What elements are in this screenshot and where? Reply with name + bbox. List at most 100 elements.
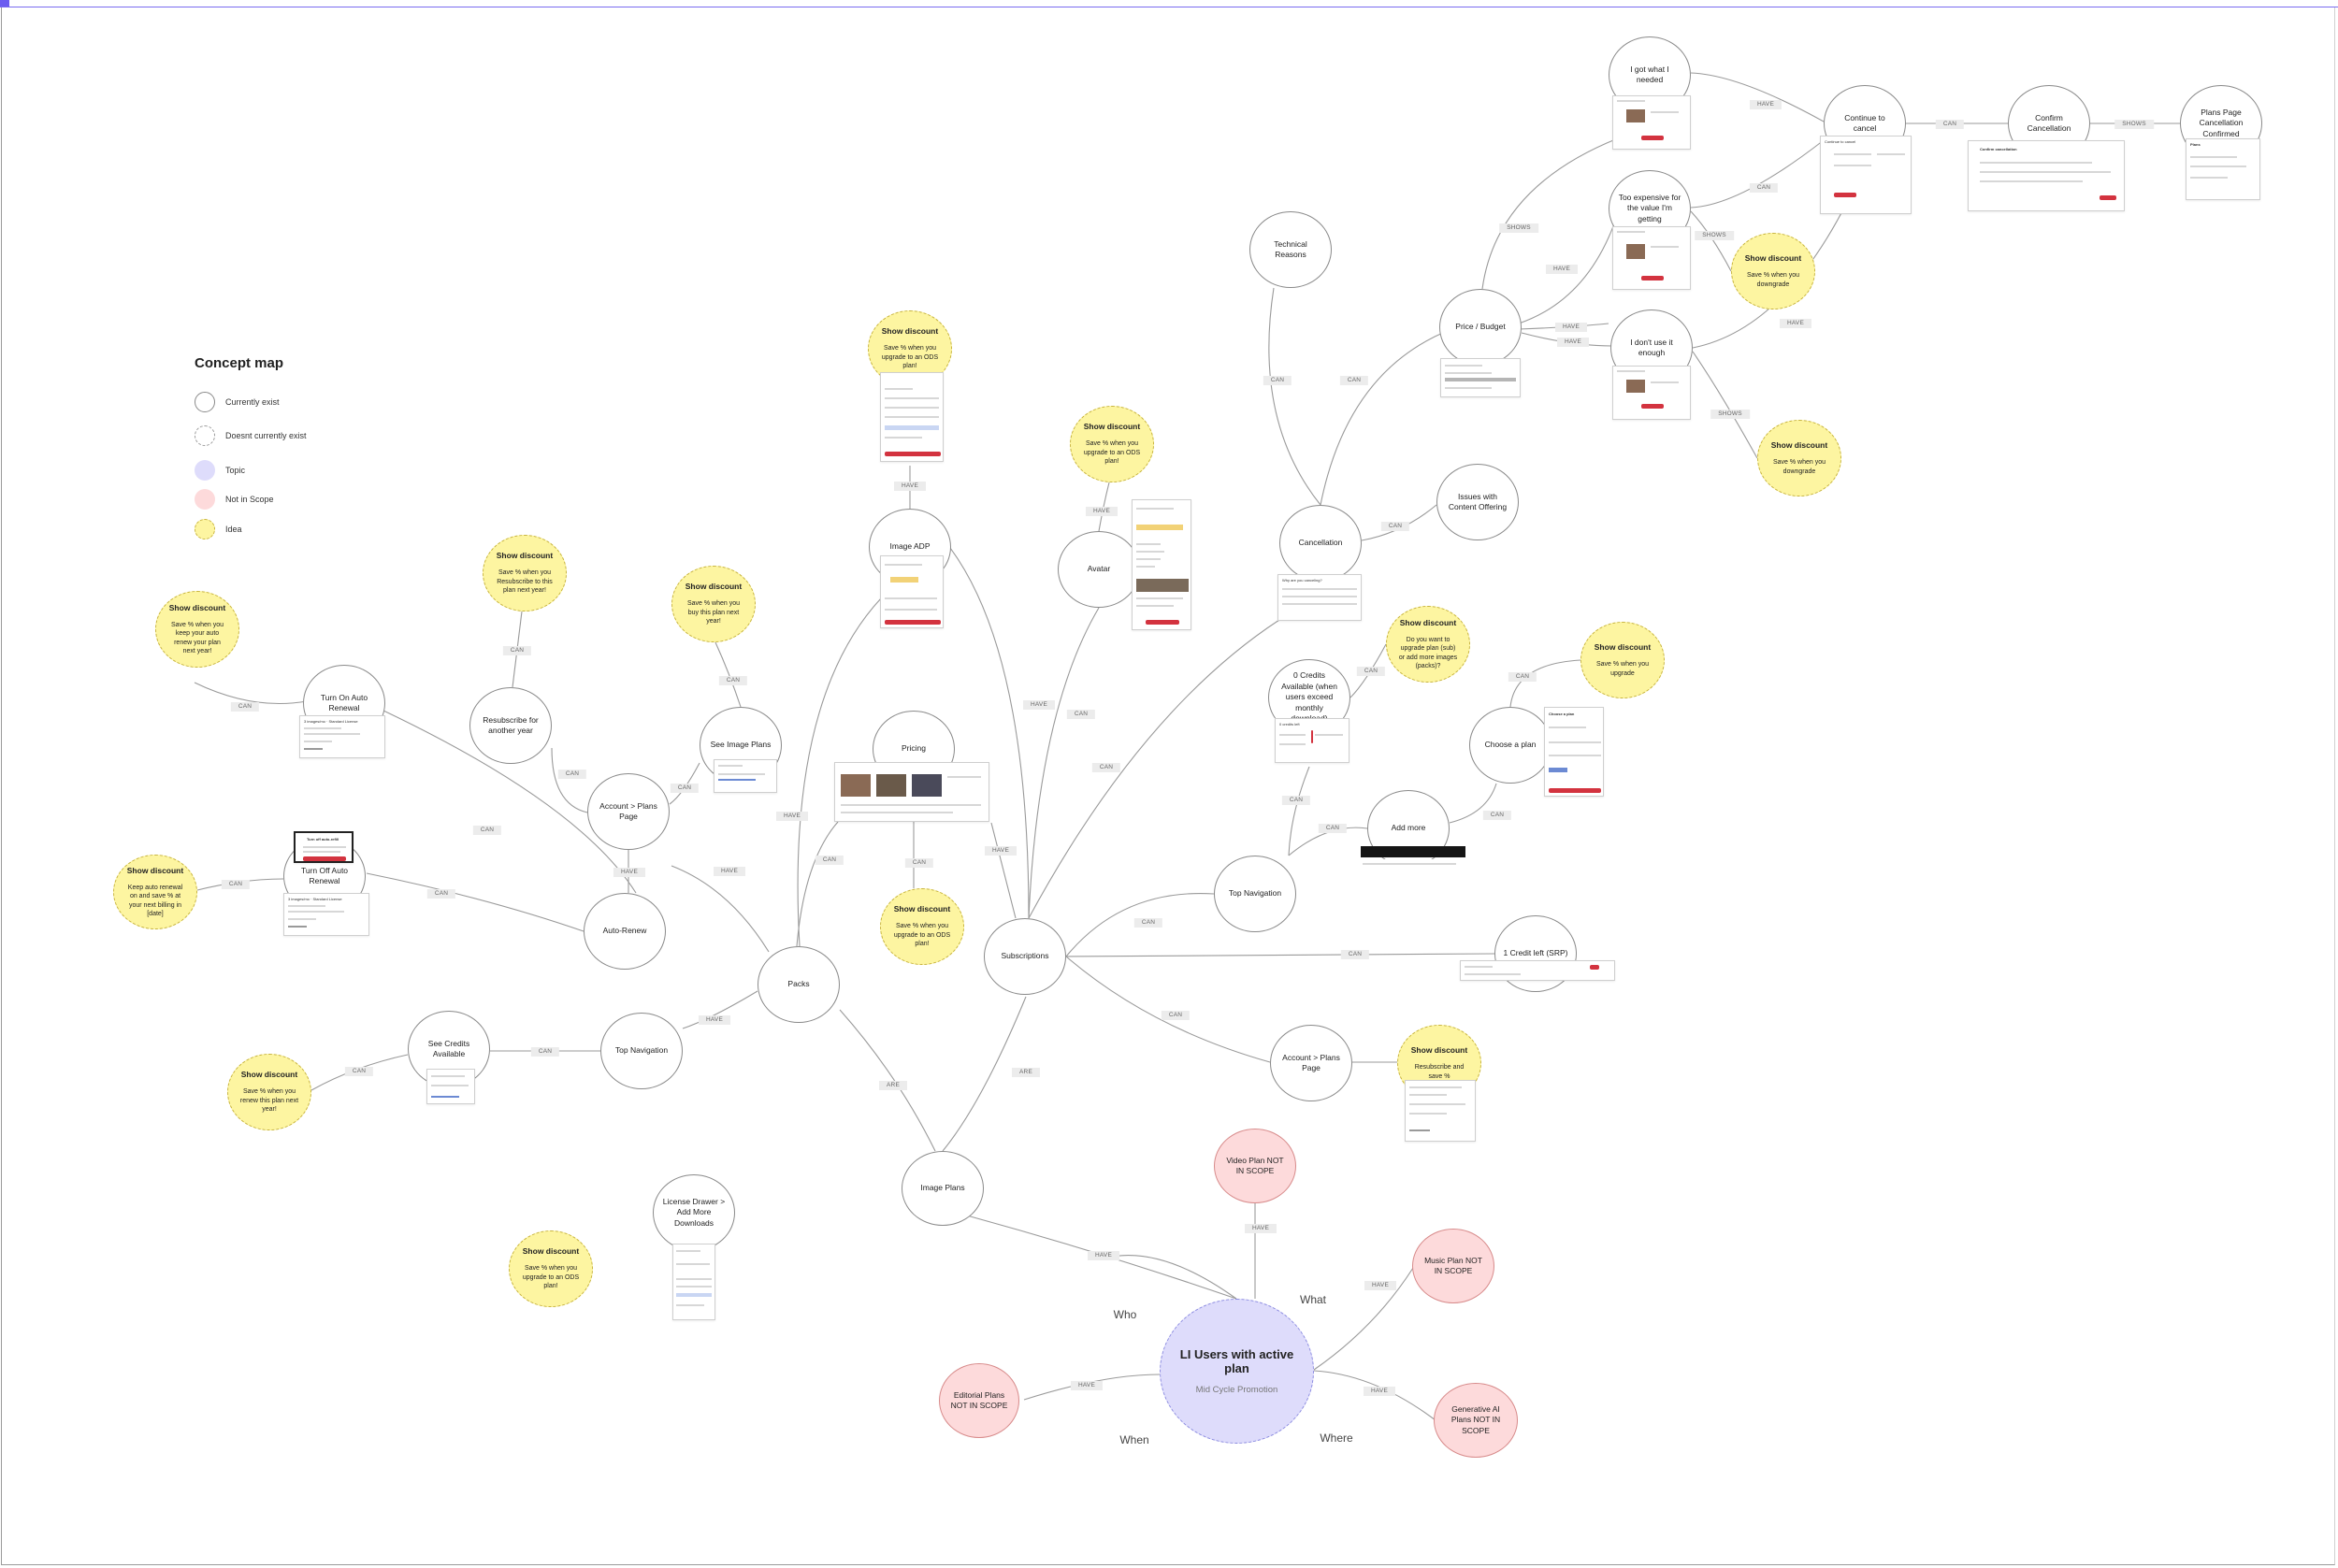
edge-line [551, 747, 588, 813]
thumb-got-what-needed [1612, 95, 1691, 150]
node-genai-plans[interactable]: Generative AI Plans NOT IN SCOPE [1434, 1383, 1518, 1458]
edge-line [671, 865, 770, 953]
edge-line [1023, 1374, 1161, 1401]
edge-line [1288, 766, 1310, 856]
thumb-dont-use [1612, 366, 1691, 420]
edge-label: CAN [502, 646, 532, 655]
node-avatar[interactable]: Avatar [1058, 531, 1140, 608]
node-video-plan[interactable]: Video Plan NOT IN SCOPE [1214, 1129, 1296, 1203]
node-technical-reasons[interactable]: Technical Reasons [1249, 211, 1332, 288]
thumb-choose-plan: Choose a plan [1544, 707, 1604, 797]
node-image-plans[interactable]: Image Plans [902, 1151, 984, 1226]
legend-item-scope: Not in Scope [195, 488, 274, 511]
top-bar [0, 0, 2338, 7]
edge-line [1481, 137, 1619, 290]
edge-label: HAVE [1363, 1387, 1396, 1396]
edge-label: HAVE [1022, 700, 1056, 710]
edge-label: HAVE [1749, 100, 1782, 109]
node-issues-content[interactable]: Issues with Content Offering [1436, 464, 1519, 540]
edge-label: HAVE [713, 867, 746, 876]
edge-label: CAN [670, 784, 700, 793]
legend-swatch [195, 460, 215, 481]
canvas-frame [1, 7, 2335, 1565]
edge-line [682, 990, 758, 1029]
legend-swatch [195, 489, 215, 510]
edge-label: SHOWS [1499, 223, 1538, 233]
edge-label: CAN [1935, 120, 1965, 129]
edge-line [194, 682, 308, 705]
edge-label: CAN [344, 1067, 374, 1076]
thumb-credits-dropdown [426, 1069, 475, 1104]
edge-line [1028, 619, 1280, 919]
node-auto-renew[interactable]: Auto-Renew [584, 893, 666, 970]
thumb-one-credit [1460, 960, 1615, 981]
node-price-budget[interactable]: Price / Budget [1439, 289, 1522, 366]
edge-line [1690, 210, 1732, 272]
edge-label: HAVE [1244, 1224, 1277, 1233]
node-license-drawer[interactable]: License Drawer > Add More Downloads [653, 1174, 735, 1251]
thumb-too-expensive [1612, 226, 1691, 290]
node-account-plans-packs[interactable]: Account > Plans Page [587, 773, 670, 850]
edge-label: CAN [815, 856, 844, 865]
edge-line [1065, 956, 1271, 1063]
edge-label: CAN [1263, 376, 1292, 385]
edge-label: CAN [904, 858, 934, 868]
thumb-account-plans-subs [1405, 1080, 1476, 1142]
edge-label: CAN [557, 770, 587, 779]
legend-item-new: Doesnt currently exist [195, 424, 307, 447]
edge-label: CAN [1380, 522, 1410, 531]
edge-line [797, 597, 882, 947]
edge-label: CAN [1356, 667, 1386, 676]
edge-label: CAN [1339, 376, 1369, 385]
edge-line [1268, 287, 1321, 506]
thumb-add-more-nav [1361, 846, 1465, 859]
topic-node[interactable]: LI Users with active plan Mid Cycle Prom… [1160, 1299, 1314, 1444]
edge-label: CAN [718, 676, 748, 685]
edge-label: CAN [1281, 796, 1311, 805]
edge-line [949, 547, 1030, 919]
edge-line [1098, 482, 1110, 532]
node-account-plans-subs[interactable]: Account > Plans Page [1270, 1025, 1352, 1101]
edge-label: SHOWS [2114, 120, 2154, 129]
node-choose-plan[interactable]: Choose a plan [1469, 707, 1551, 784]
edge-label: HAVE [1070, 1381, 1104, 1390]
edge-label: CAN [1508, 672, 1537, 682]
edge-label: HAVE [984, 846, 1017, 856]
node-top-navigation-packs[interactable]: Top Navigation [600, 1013, 683, 1089]
legend-item-topic: Topic [195, 459, 245, 482]
node-resubscribe[interactable]: Resubscribe for another year [469, 687, 552, 764]
board-indicator [0, 0, 9, 7]
node-top-navigation-subs[interactable]: Top Navigation [1214, 856, 1296, 932]
edge-line [942, 996, 1027, 1152]
edge-line [1320, 331, 1446, 506]
edge-line [839, 1009, 936, 1152]
thumb-cancel-reasons: Why are you canceling? [1277, 574, 1362, 621]
edge-label: HAVE [1545, 265, 1579, 274]
thumb-plans-confirmed: Plans [2186, 138, 2260, 200]
legend-item-idea: Idea [195, 518, 242, 540]
edge-label: SHOWS [1710, 410, 1750, 419]
edge-line [1449, 783, 1497, 824]
edge-line [1690, 139, 1825, 209]
edge-label: HAVE [1364, 1281, 1397, 1290]
node-packs[interactable]: Packs [758, 946, 840, 1023]
thumb-account-renewal-off: 3 images/mo · Standard License [283, 893, 369, 936]
node-cancellation[interactable]: Cancellation [1279, 505, 1362, 582]
edge-label: CAN [221, 880, 251, 889]
thumb-add-more-bar [1361, 859, 1465, 869]
node-music-plan[interactable]: Music Plan NOT IN SCOPE [1412, 1229, 1494, 1303]
node-subscriptions[interactable]: Subscriptions [984, 918, 1066, 995]
node-editorial-plans[interactable]: Editorial Plans NOT IN SCOPE [939, 1363, 1019, 1438]
